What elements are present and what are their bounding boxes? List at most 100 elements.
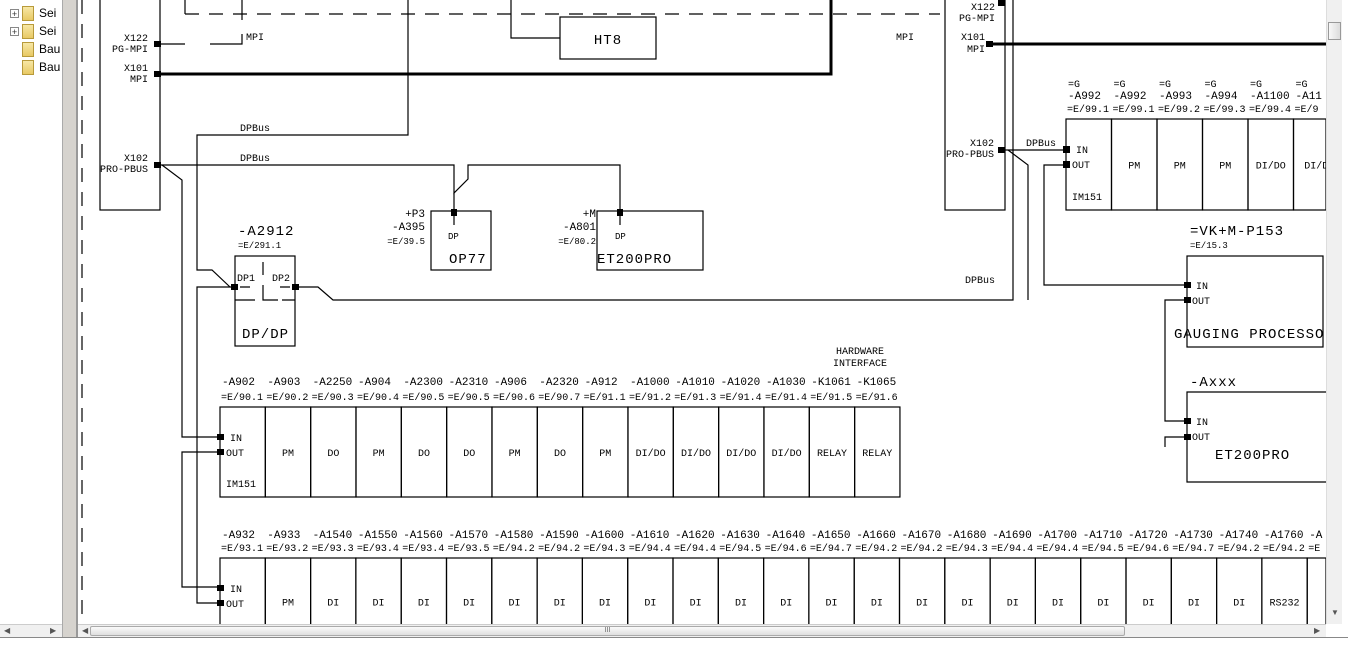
rack-module[interactable]: -A1640=E/94.6DI bbox=[762, 530, 810, 624]
scroll-left-arrow-icon[interactable]: ◀ bbox=[82, 626, 89, 635]
tree-item[interactable]: +Sei bbox=[10, 4, 56, 22]
scroll-right-arrow-icon[interactable]: ▶ bbox=[1314, 626, 1321, 635]
rack-module[interactable]: -A1650=E/94.7DI bbox=[808, 530, 855, 624]
rack-module[interactable]: -A1690=E/94.4DI bbox=[989, 530, 1036, 624]
horizontal-scroll-thumb[interactable]: III bbox=[90, 626, 1125, 636]
module-type: DI bbox=[327, 598, 339, 609]
rack-module[interactable]: -A1000=E/91.2DI/DO bbox=[627, 377, 674, 498]
dpdp-coupler-box bbox=[234, 255, 296, 347]
rack-module[interactable]: -A1620=E/94.4DI bbox=[672, 530, 719, 624]
module-cell[interactable] bbox=[400, 557, 448, 624]
module-cell[interactable] bbox=[1125, 557, 1172, 624]
rack-module[interactable]: -A1550=E/93.4DI bbox=[355, 530, 402, 624]
module-cell[interactable] bbox=[1292, 118, 1327, 211]
rack-module[interactable]: -A903=E/90.2PM bbox=[264, 377, 312, 498]
module-tag: -A902 bbox=[222, 377, 255, 389]
rack-module[interactable]: -A1570=E/93.5DI bbox=[445, 530, 493, 624]
module-cell[interactable] bbox=[355, 557, 402, 624]
rack-module[interactable]: -A2250=E/90.3DO bbox=[310, 377, 357, 498]
rack-module[interactable]: -A933=E/93.2PM bbox=[264, 530, 312, 624]
rack-module[interactable]: -A2310=E/90.5DO bbox=[446, 377, 493, 498]
module-cell[interactable] bbox=[1034, 557, 1082, 624]
rack-module[interactable]: -A=E bbox=[1306, 530, 1326, 624]
module-cell[interactable] bbox=[1215, 557, 1263, 624]
rack-module[interactable]: -A1740=E/94.2DI bbox=[1215, 530, 1263, 624]
rack-module[interactable]: -A1600=E/94.3DI bbox=[581, 530, 629, 624]
module-cell[interactable] bbox=[808, 557, 855, 624]
module-cell[interactable] bbox=[1306, 557, 1326, 624]
module-cell[interactable] bbox=[1170, 557, 1218, 624]
module-cell[interactable] bbox=[219, 557, 266, 624]
module-page-ref: =E/94.2 bbox=[1263, 543, 1305, 555]
tree-item[interactable]: Bau bbox=[10, 40, 60, 58]
rack-module[interactable]: -A904=E/90.4PM bbox=[355, 377, 402, 498]
rack-module[interactable]: -A1580=E/94.2DI bbox=[491, 530, 538, 624]
rack-module[interactable]: -A1010=E/91.3DI/DO bbox=[672, 377, 720, 498]
rack-module[interactable]: -A2320=E/90.7DO bbox=[536, 377, 584, 498]
module-tag: -A1590 bbox=[539, 530, 579, 542]
module-cell[interactable] bbox=[491, 557, 538, 624]
ht8-box bbox=[559, 16, 657, 60]
scroll-right-arrow-icon[interactable]: ▶ bbox=[50, 626, 57, 635]
vertical-scrollbar[interactable]: ▼ bbox=[1326, 0, 1342, 624]
rack-module[interactable]: =G-A993=E/99.2PM bbox=[1156, 80, 1204, 211]
scroll-down-arrow-icon[interactable]: ▼ bbox=[1331, 608, 1339, 617]
module-cell[interactable] bbox=[445, 557, 493, 624]
rack-module[interactable]: =G-A1100=E/99.4DI/DO bbox=[1247, 80, 1295, 211]
module-cell[interactable] bbox=[1261, 557, 1308, 624]
rack-module[interactable]: -A1610=E/94.4DI bbox=[627, 530, 674, 624]
module-cell[interactable] bbox=[627, 557, 674, 624]
rack-module[interactable]: -A1680=E/94.3DI bbox=[944, 530, 991, 624]
rack-module[interactable]: -A1630=E/94.5DI bbox=[717, 530, 765, 624]
rack-module[interactable]: =G-A994=E/99.3PM bbox=[1201, 80, 1249, 211]
io-rack: -A902=E/90.1IM151INOUT-A903=E/90.2PM-A22… bbox=[217, 377, 901, 498]
expand-icon[interactable]: + bbox=[10, 26, 19, 37]
pane-splitter[interactable] bbox=[62, 0, 78, 637]
module-cell[interactable] bbox=[1080, 557, 1127, 624]
module-cell[interactable] bbox=[672, 557, 719, 624]
rack-module[interactable]: -A1700=E/94.4DI bbox=[1034, 530, 1082, 624]
module-cell[interactable] bbox=[762, 557, 810, 624]
module-cell[interactable] bbox=[944, 557, 991, 624]
expand-icon[interactable]: + bbox=[10, 8, 19, 19]
rack-module[interactable]: -A912=E/91.1PM bbox=[582, 377, 629, 498]
op77-box bbox=[430, 210, 492, 271]
tree-item[interactable]: +Sei bbox=[10, 22, 56, 40]
tree-item[interactable]: Bau bbox=[10, 58, 60, 76]
rack-module[interactable]: -A1730=E/94.7DI bbox=[1170, 530, 1218, 624]
rack-module[interactable]: -A2300=E/90.5DO bbox=[400, 377, 448, 498]
module-cell[interactable] bbox=[853, 557, 901, 624]
rack-module[interactable]: -A1590=E/94.2DI bbox=[536, 530, 583, 624]
rack-module[interactable]: -A1660=E/94.2DI bbox=[853, 530, 901, 624]
rack-module[interactable]: -A1030=E/91.4DI/DO bbox=[763, 377, 810, 498]
module-cell[interactable] bbox=[989, 557, 1036, 624]
rack-module[interactable]: =G-A992=E/99.1PM bbox=[1110, 80, 1158, 211]
module-cell[interactable] bbox=[536, 557, 583, 624]
rack-module[interactable]: -A1670=E/94.2DI bbox=[898, 530, 946, 624]
rack-module[interactable]: -A1710=E/94.5DI bbox=[1080, 530, 1127, 624]
module-cell[interactable] bbox=[898, 557, 946, 624]
schematic-canvas[interactable]: X122 PG-MPI X101 MPI X102 PRO-PBUS X122 … bbox=[78, 0, 1326, 624]
rack-module[interactable]: -A1560=E/93.4DI bbox=[400, 530, 448, 624]
module-cell[interactable] bbox=[310, 557, 357, 624]
module-cell[interactable] bbox=[264, 557, 312, 624]
module-tag: -A2300 bbox=[403, 377, 443, 389]
rack-module[interactable]: -A906=E/90.6PM bbox=[491, 377, 538, 498]
vertical-scroll-thumb[interactable] bbox=[1328, 22, 1341, 40]
module-cell[interactable] bbox=[717, 557, 765, 624]
module-cell[interactable] bbox=[854, 406, 901, 498]
rack-module[interactable]: =G-A11=E/9DI/D bbox=[1292, 80, 1327, 211]
rack-module[interactable]: -A1720=E/94.6DI bbox=[1125, 530, 1172, 624]
module-cell[interactable] bbox=[581, 557, 629, 624]
rack-module[interactable]: -A1020=E/91.4DI/DO bbox=[718, 377, 765, 498]
rack-module[interactable]: -A1540=E/93.3DI bbox=[310, 530, 357, 624]
tree-horizontal-scrollbar[interactable]: ◀ ▶ bbox=[0, 624, 62, 637]
scroll-left-arrow-icon[interactable]: ◀ bbox=[4, 626, 11, 635]
horizontal-scrollbar[interactable]: ◀ III ▶ bbox=[78, 624, 1326, 637]
